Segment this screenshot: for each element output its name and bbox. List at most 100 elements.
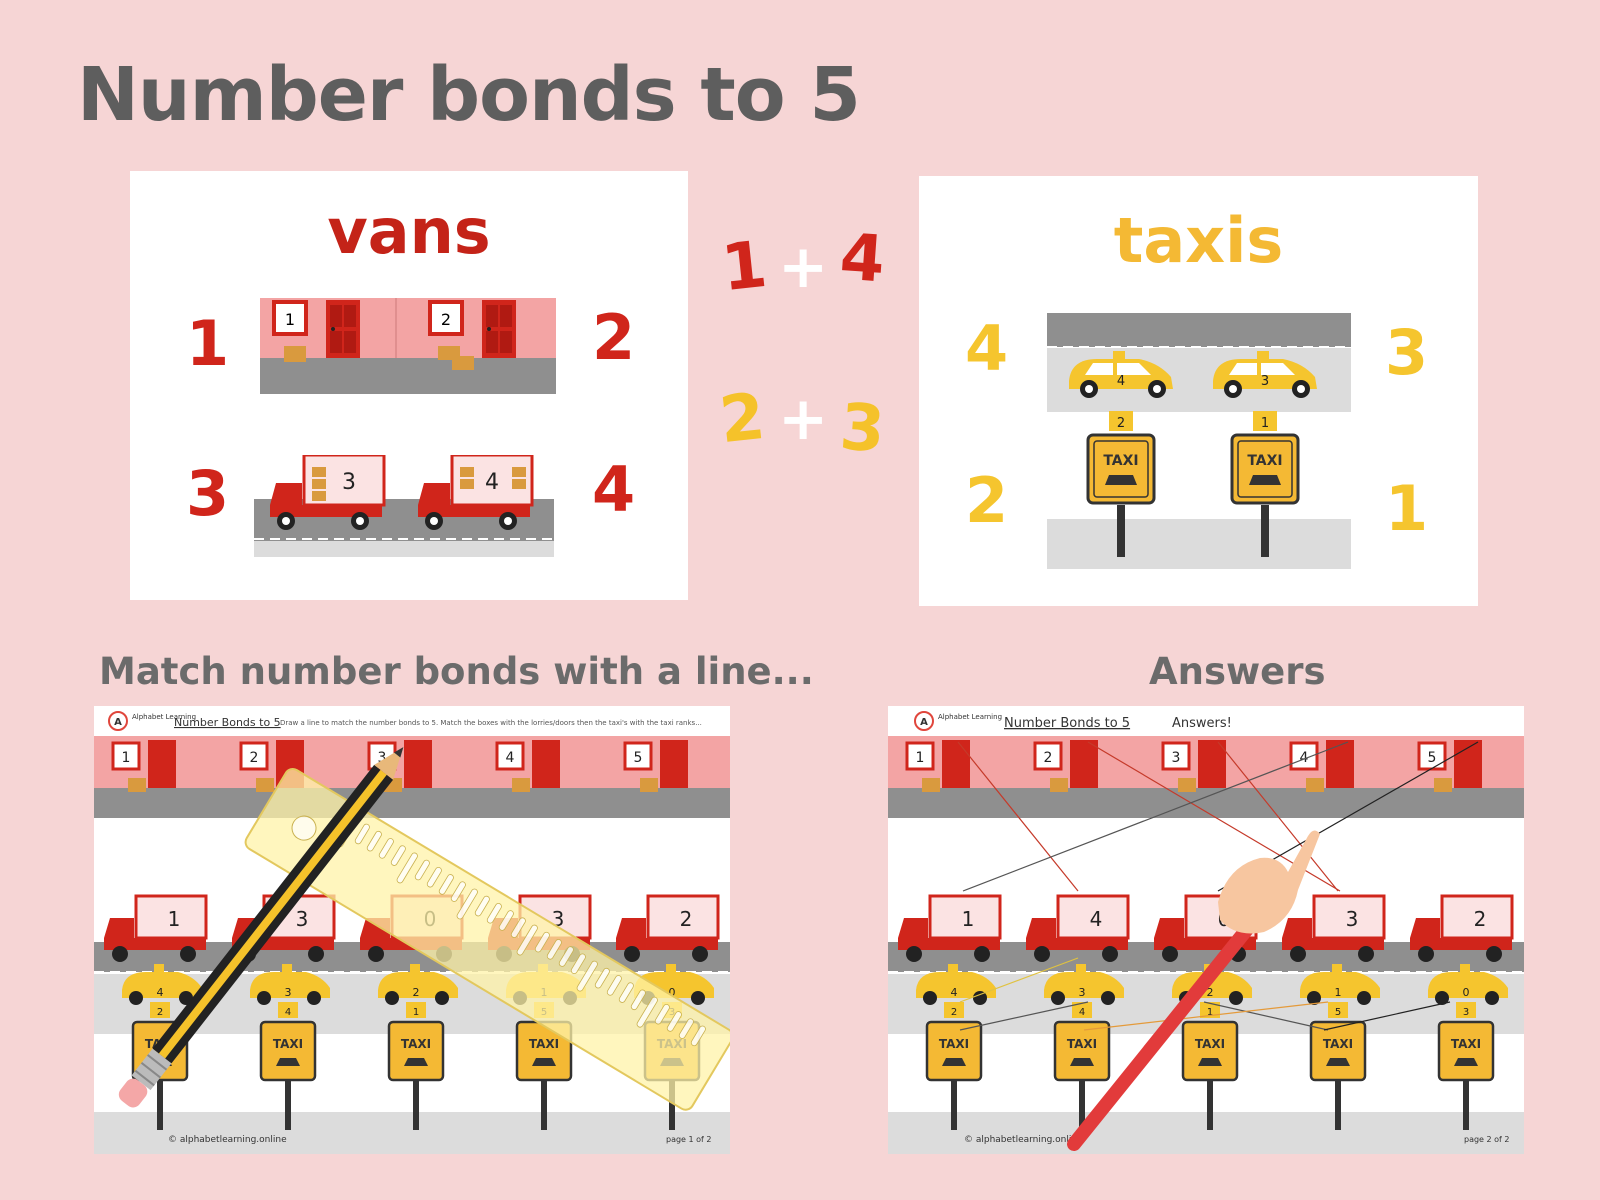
right-door-1-label: 1 [916, 750, 925, 766]
right-door-2: 2 [1033, 740, 1098, 792]
left-rank-3-sign: TAXI [401, 1037, 431, 1051]
left-car-3: 2 [378, 964, 458, 1005]
bond-2-b: 3 [837, 390, 888, 468]
left-door-2-label: 2 [250, 750, 259, 766]
right-door-5-label: 5 [1428, 750, 1437, 766]
right-rank-5-label: 3 [1463, 1007, 1469, 1018]
left-door-3-label: 3 [378, 750, 387, 766]
right-rank-3-sign: TAXI [1195, 1037, 1225, 1051]
right-logo: Alphabet Learning [938, 713, 1002, 721]
left-door-4-label: 4 [506, 750, 515, 766]
vans-number-4: 4 [592, 453, 636, 526]
right-car-4: 1 [1300, 964, 1380, 1005]
right-door-3: 3 [1161, 740, 1226, 792]
right-rank-1-sign: TAXI [939, 1037, 969, 1051]
left-car-1: 4 [122, 964, 202, 1005]
right-car-2: 3 [1044, 964, 1124, 1005]
worksheet-right-scene: A Alphabet Learning Number Bonds to 5 An… [888, 711, 1524, 1154]
left-door-1: 1 [111, 740, 176, 792]
answers-heading: Answers [1149, 650, 1326, 693]
right-lorry-1-label: 1 [962, 907, 975, 931]
right-door-3-label: 3 [1172, 750, 1181, 766]
right-rank-4-sign: TAXI [1323, 1037, 1353, 1051]
right-rank-2-sign: TAXI [1067, 1037, 1097, 1051]
left-car-3-label: 2 [413, 986, 420, 999]
right-car-4-label: 1 [1335, 986, 1342, 999]
taxis-number-1: 1 [1385, 472, 1429, 545]
bond-1-b: 4 [837, 220, 888, 298]
worksheet-right: A Alphabet Learning Number Bonds to 5 An… [888, 706, 1524, 1154]
right-door-1: 1 [905, 740, 970, 792]
right-car-1-label: 4 [951, 986, 958, 999]
lorry-4-label: 4 [485, 470, 499, 495]
vans-number-3: 3 [186, 457, 230, 530]
lorries-scene: 3 4 [254, 455, 554, 557]
right-subtitle: Answers! [1172, 716, 1232, 731]
right-lorry-2-label: 4 [1090, 907, 1103, 931]
right-sheet-title: Number Bonds to 5 [1004, 716, 1130, 731]
doors-scene: 1 2 [260, 298, 556, 394]
right-lorry-5: 2 [1410, 894, 1514, 962]
left-instructions: Draw a line to match the number bonds to… [280, 719, 702, 727]
right-lorry-4: 3 [1282, 894, 1386, 962]
left-rank-2-sign: TAXI [273, 1037, 303, 1051]
left-lorry-2-label: 3 [296, 907, 309, 931]
right-lorry-5-label: 2 [1474, 907, 1487, 931]
right-car-5: 0 [1428, 964, 1508, 1005]
page-title: Number bonds to 5 [77, 52, 861, 138]
right-door-4-label: 4 [1300, 750, 1309, 766]
right-footer-left: © alphabetlearning.online [964, 1135, 1083, 1145]
lorry-3: 3 [270, 455, 386, 530]
vans-number-1: 1 [186, 307, 230, 380]
bond-2-plus: + [778, 384, 829, 454]
match-heading: Match number bonds with a line... [99, 650, 814, 693]
door-2: 2 [428, 300, 516, 370]
vans-number-2: 2 [592, 301, 636, 374]
left-car-2: 3 [250, 964, 330, 1005]
right-door-4: 4 [1289, 740, 1354, 792]
left-logo: Alphabet Learning [132, 713, 196, 721]
taxis-number-3: 3 [1385, 316, 1429, 389]
bond-2-plus-3: 2 + 3 [716, 380, 890, 472]
taxis-title: taxis [1113, 204, 1284, 277]
left-lorry-5-label: 2 [680, 907, 693, 931]
right-lorry-1: 1 [898, 894, 1002, 962]
door-2-label: 2 [441, 310, 451, 329]
taxis-number-2: 2 [965, 464, 1009, 537]
left-sheet-title: Number Bonds to 5 [174, 716, 281, 729]
door-1: 1 [272, 300, 360, 362]
svg-text:A: A [114, 717, 122, 728]
bond-1-plus: + [778, 232, 829, 302]
right-lorry-2: 4 [1026, 894, 1130, 962]
taxi-car-4-label: 4 [1117, 374, 1125, 389]
left-lorry-5: 2 [616, 894, 720, 962]
right-rank-3-label: 1 [1207, 1007, 1213, 1018]
left-door-5: 5 [623, 740, 688, 792]
vans-title: vans [327, 195, 491, 268]
left-car-5-label: 0 [669, 986, 676, 999]
taxi-car-4: 4 [1069, 351, 1173, 398]
right-lorry-4-label: 3 [1346, 907, 1359, 931]
left-car-1-label: 4 [157, 986, 164, 999]
bond-1-a: 1 [718, 227, 771, 307]
taxi-rank-2-sign: TAXI [1103, 453, 1138, 469]
taxi-car-3: 3 [1213, 351, 1317, 398]
right-car-3-label: 2 [1207, 986, 1214, 999]
worksheet-left: A Alphabet Learning Number Bonds to 5 Dr… [94, 706, 730, 1154]
left-rank-2-label: 4 [285, 1007, 291, 1018]
lorry-4: 4 [418, 455, 534, 530]
lorry-3-label: 3 [342, 470, 356, 495]
taxi-rank-1: 1 TAXI [1230, 411, 1300, 557]
right-car-2-label: 3 [1079, 986, 1086, 999]
left-footer-left: © alphabetlearning.online [168, 1135, 287, 1145]
pencil-icon [118, 747, 404, 1108]
left-door-4: 4 [495, 740, 560, 792]
left-door-1-label: 1 [122, 750, 131, 766]
bond-1-plus-4: 1 + 4 [718, 220, 892, 312]
